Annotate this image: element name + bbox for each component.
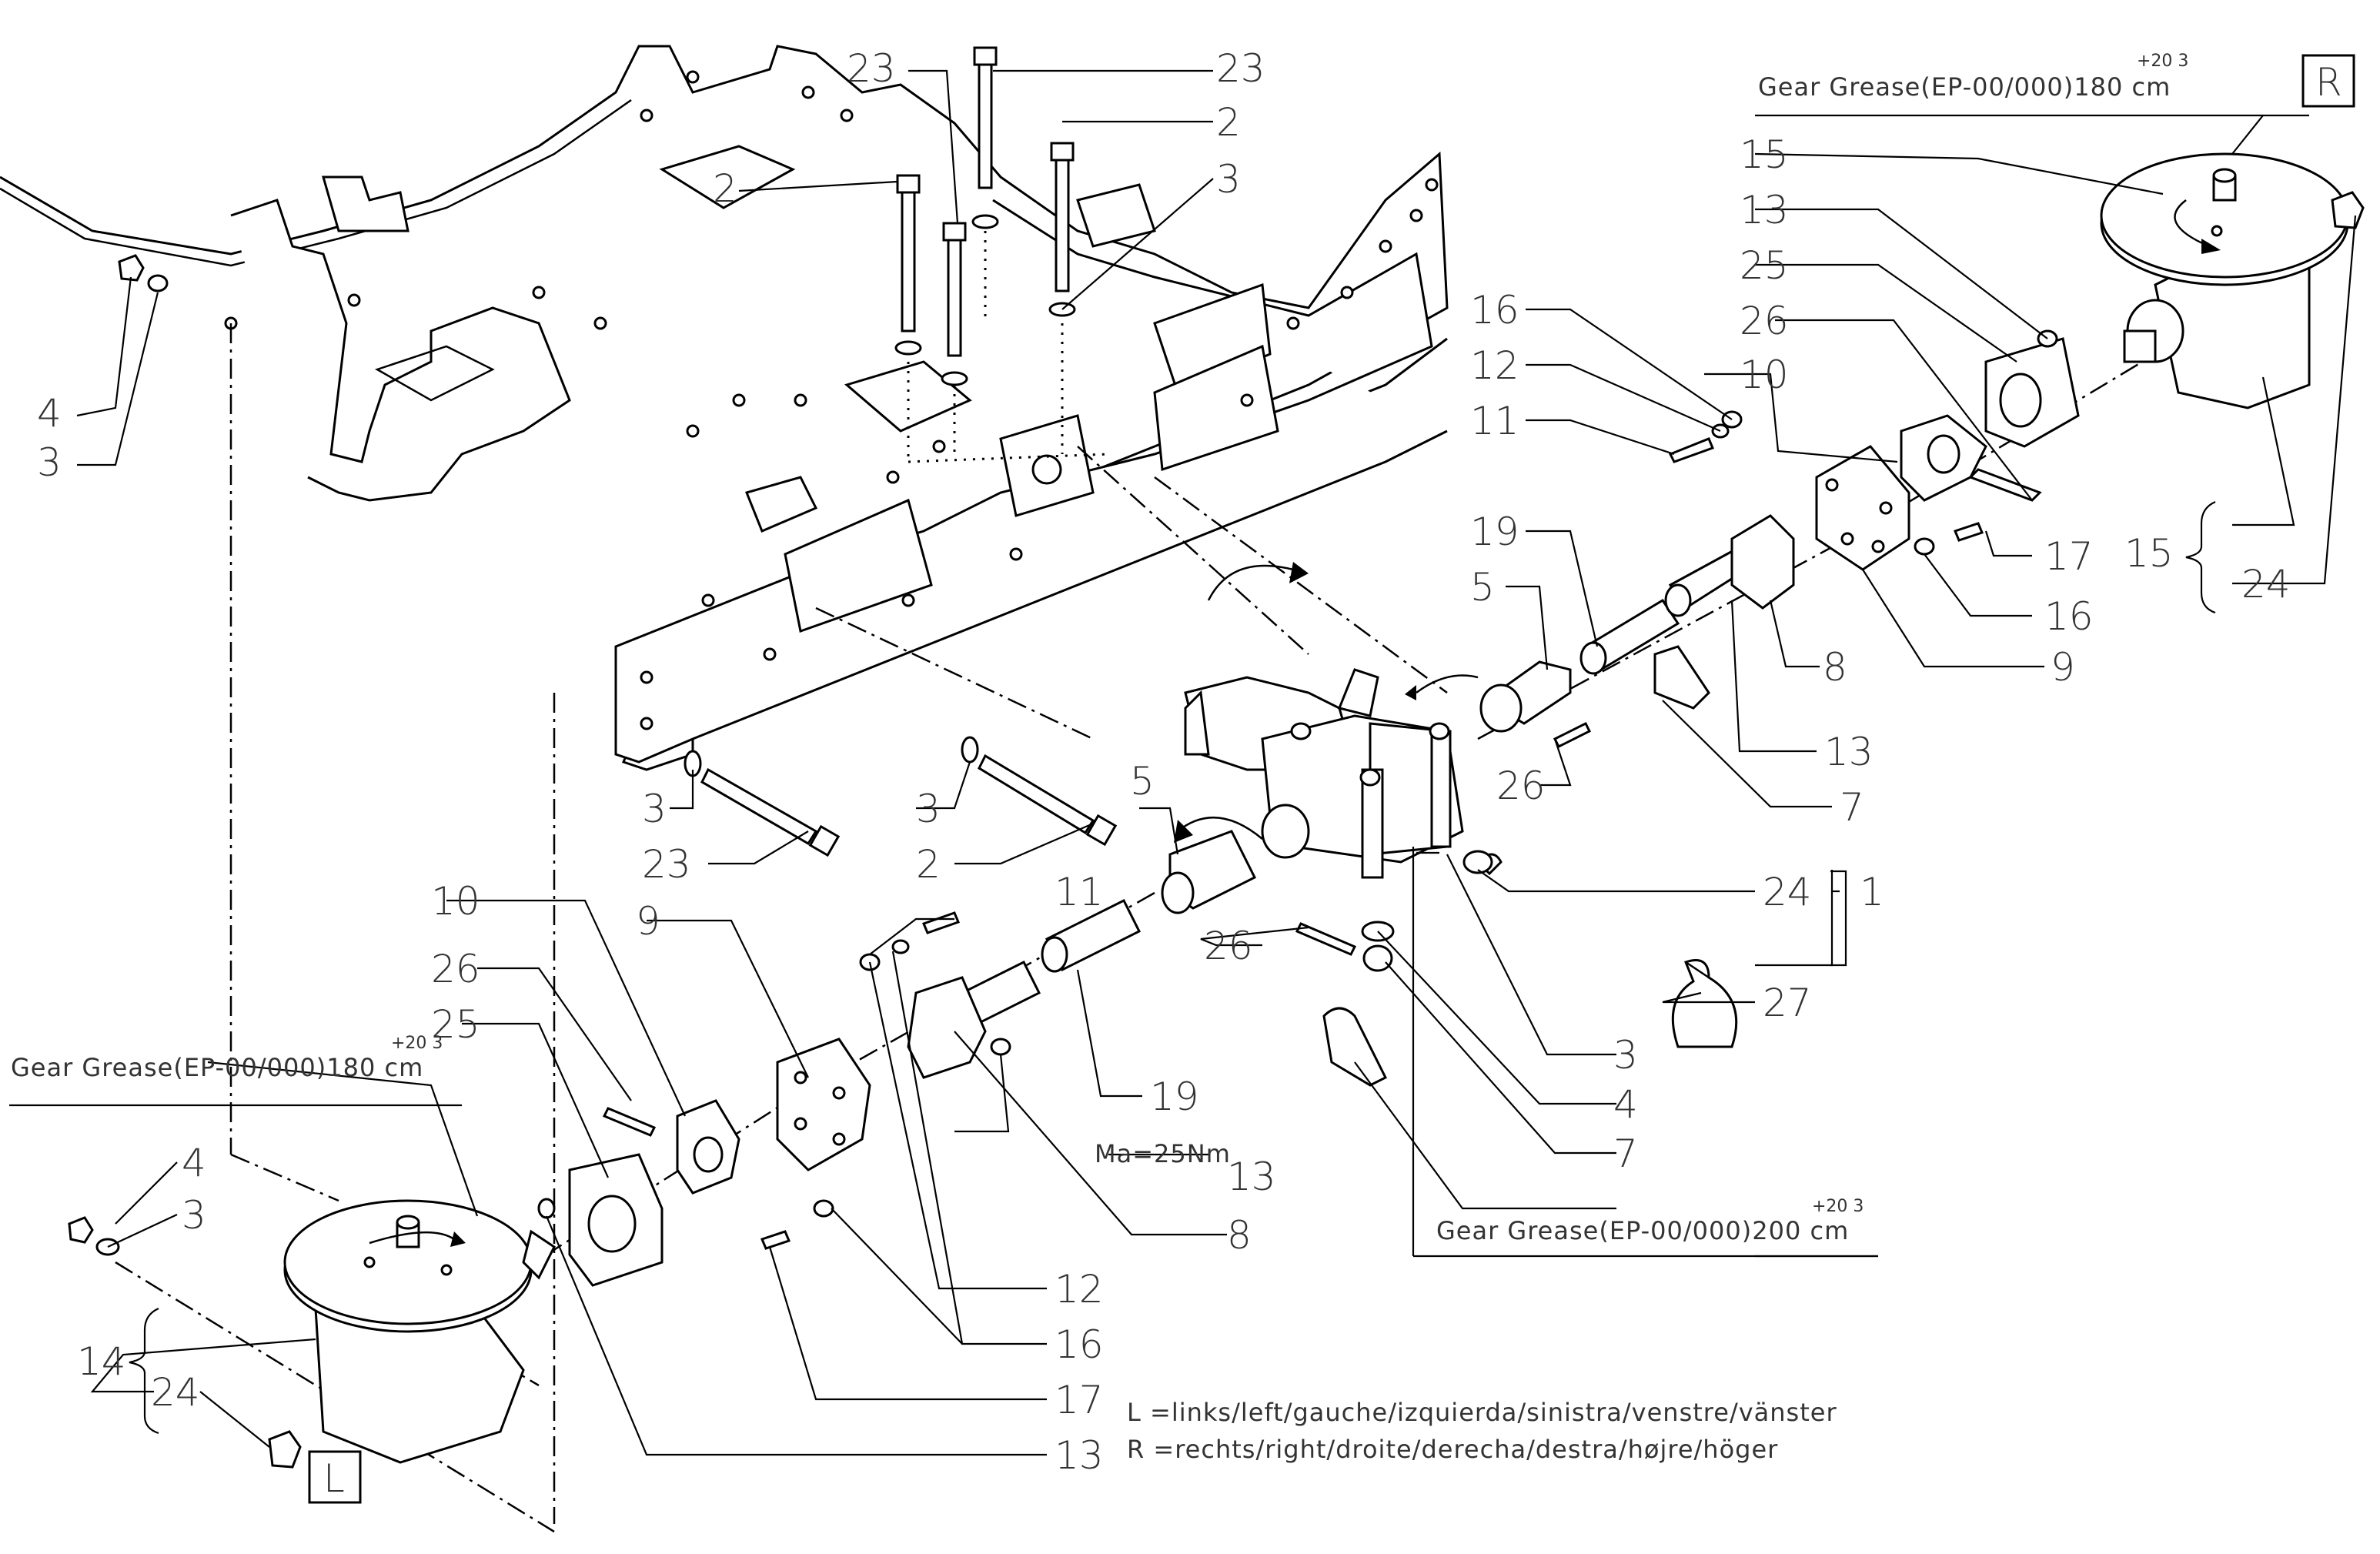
callout: 4 — [37, 391, 62, 436]
grease-note-right: Gear Grease(EP-00/000)180 cm — [1758, 72, 2171, 102]
right-deck-gearbox — [2100, 152, 2365, 409]
callout: 4 — [182, 1141, 206, 1185]
callout: 3 — [642, 787, 667, 831]
leader-lines — [9, 69, 2357, 1456]
callout: 11 — [1470, 399, 1519, 443]
callout: 12 — [1470, 343, 1519, 388]
callout: 27 — [1763, 981, 1812, 1025]
callout: 16 — [1470, 288, 1519, 333]
callout: 14 — [77, 1339, 126, 1384]
callout: 19 — [1150, 1074, 1199, 1119]
callout: 19 — [1470, 510, 1519, 554]
callout: 13 — [1740, 188, 1789, 232]
center-gearbox — [1174, 562, 1479, 879]
callout: 16 — [2044, 594, 2094, 639]
legend: L =links/left/gauche/izquierda/sinistra/… — [1127, 1398, 1837, 1464]
callout: 3 — [1613, 1033, 1638, 1078]
callout: 13 — [1227, 1155, 1276, 1199]
callout: 17 — [1055, 1378, 1104, 1422]
frame-left-fasteners — [118, 254, 169, 292]
top-bolts — [894, 46, 1109, 463]
callout: 4 — [1613, 1082, 1638, 1127]
grease-notes: Gear Grease(EP-00/000)180 cm +20 3 Gear … — [11, 52, 2188, 1245]
callout: 15 — [1740, 132, 1789, 177]
callout: 25 — [431, 1002, 480, 1047]
callout: 12 — [1055, 1267, 1104, 1312]
callout: 17 — [2044, 534, 2094, 579]
callout: 7 — [1613, 1131, 1638, 1176]
grease-note-right-superscript: +20 3 — [2137, 52, 2188, 71]
callout: 26 — [1496, 764, 1546, 808]
callout: 9 — [2051, 645, 2075, 690]
callout: 24 — [2241, 562, 2291, 607]
callout: 8 — [1823, 645, 1847, 690]
legend-left: L =links/left/gauche/izquierda/sinistra/… — [1127, 1398, 1837, 1427]
callout: 26 — [1204, 924, 1253, 968]
marker-left: L — [323, 1456, 345, 1501]
callout: 10 — [431, 879, 480, 924]
legend-right: R =rechts/right/droite/derecha/destra/hø… — [1127, 1435, 1778, 1464]
grease-bag — [1671, 959, 1738, 1048]
mower-frame — [0, 45, 1449, 771]
callout: 7 — [1840, 785, 1864, 830]
callout: 23 — [642, 842, 691, 887]
callout: 16 — [1055, 1322, 1104, 1367]
callout: 15 — [2124, 531, 2174, 576]
callout-numbers: 23 23 2 2 3 4 3 15 13 25 26 10 16 12 11 … — [37, 46, 2291, 1478]
left-deck-gearbox — [68, 1199, 556, 1469]
callout: 1 — [1860, 870, 1884, 914]
left-drive-parts — [537, 830, 1388, 1287]
side-bolts — [684, 736, 1118, 857]
callout: 3 — [182, 1193, 206, 1238]
callout: 26 — [431, 947, 480, 991]
grease-note-left-superscript: +20 3 — [391, 1034, 443, 1053]
callout: 11 — [1055, 870, 1104, 914]
grease-note-center-superscript: +20 3 — [1812, 1197, 1864, 1216]
callout: 3 — [37, 440, 62, 485]
grease-note-center: Gear Grease(EP-00/000)200 cm — [1436, 1216, 1849, 1245]
callout: 24 — [1763, 870, 1812, 914]
callout: 2 — [713, 166, 737, 211]
callout: 26 — [1740, 299, 1789, 343]
marker-right: R — [2315, 60, 2342, 105]
callout: 8 — [1227, 1213, 1252, 1258]
callout: 3 — [1216, 157, 1241, 202]
callout: 2 — [916, 842, 941, 887]
callout: 10 — [1740, 353, 1789, 397]
group-braces — [129, 500, 2216, 1435]
torque-note: Ma=25Nm — [1095, 1139, 1231, 1168]
marker-boxes — [308, 54, 2355, 1504]
callout: 23 — [1216, 46, 1265, 91]
callout: 23 — [847, 46, 896, 91]
callout: 13 — [1055, 1433, 1104, 1478]
callout: 3 — [916, 787, 941, 831]
side-markers: R L — [323, 60, 2342, 1501]
grease-note-left: Gear Grease(EP-00/000)180 cm — [11, 1053, 423, 1082]
callout: 5 — [1470, 565, 1495, 610]
callout: 25 — [1740, 243, 1789, 288]
callout: 5 — [1130, 759, 1155, 804]
callout: 9 — [636, 899, 660, 944]
callout: 13 — [1824, 730, 1874, 774]
callout: 2 — [1216, 100, 1241, 145]
callout: 24 — [151, 1370, 200, 1415]
